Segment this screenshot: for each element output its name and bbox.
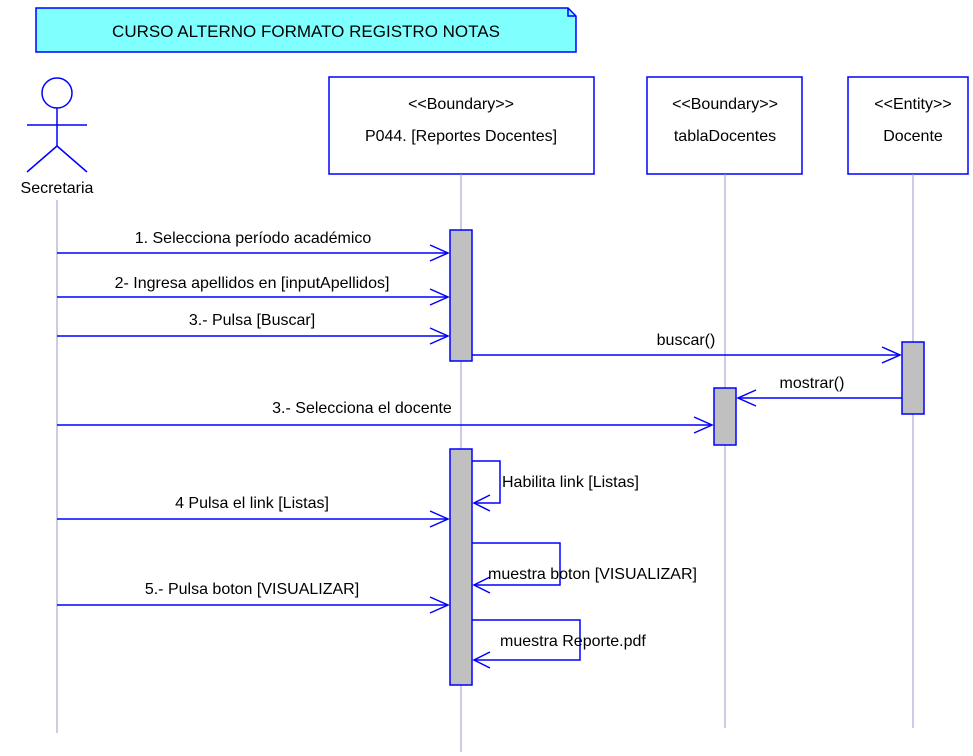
message-label: Habilita link [Listas] [502,474,639,491]
message-label: 4 Pulsa el link [Listas] [175,495,329,512]
message-labels: 1. Selecciona período académico 2- Ingre… [115,230,845,650]
title-box-fold [567,8,576,17]
participant-p044: <<Boundary>> P044. [Reportes Docentes] [328,76,595,175]
activation-bar-p044-2 [449,448,473,686]
participant-box [646,76,803,175]
activation-bar-docente [901,341,925,415]
actor-secretaria: Secretaria [21,77,94,197]
activation-bar-p044-1 [449,229,473,362]
arrowhead-icon [881,346,902,364]
participant-box [847,76,969,175]
arrowhead-icon [736,389,757,407]
message-label: mostrar() [780,375,845,392]
message-selecciona-docente [57,416,714,434]
activations [449,229,925,686]
arrowhead-icon [693,416,714,434]
message-4 [57,510,450,528]
participant-stereotype: <<Boundary>> [672,96,778,113]
participant-stereotype: <<Entity>> [874,96,951,113]
message-1 [57,244,450,262]
arrowhead-icon [429,596,450,614]
messages [57,244,902,669]
arrowhead-icon [472,576,491,594]
participant-tabladocentes: <<Boundary>> tablaDocentes [646,76,803,175]
message-label: 2- Ingresa apellidos en [inputApellidos] [115,275,390,292]
message-self-habilita [472,460,501,512]
arrowhead-icon [429,244,450,262]
message-3 [57,327,450,345]
stick-figure-icon [26,77,88,173]
arrowhead-icon [429,510,450,528]
participant-name: tablaDocentes [674,128,776,145]
arrowhead-icon [429,327,450,345]
message-label: buscar() [657,332,716,349]
message-buscar [472,346,902,364]
message-self-muestra-boton [472,542,561,594]
arrowhead-icon [472,494,491,512]
message-mostrar [736,389,902,407]
diagram-title: CURSO ALTERNO FORMATO REGISTRO NOTAS [35,7,577,53]
participant-box [328,76,595,175]
participant-name: Docente [883,128,943,145]
message-5 [57,596,450,614]
participant-name: P044. [Reportes Docentes] [365,128,557,145]
message-label: 3.- Selecciona el docente [272,400,452,417]
message-label: 1. Selecciona período académico [135,230,372,247]
message-self-muestra-reporte [472,619,581,669]
message-label: 3.- Pulsa [Buscar] [189,312,315,329]
title-text: CURSO ALTERNO FORMATO REGISTRO NOTAS [112,22,500,41]
message-label: 5.- Pulsa boton [VISUALIZAR] [145,581,359,598]
actor-name: Secretaria [21,180,94,197]
participant-stereotype: <<Boundary>> [408,96,514,113]
activation-bar-tabladocentes [713,387,737,446]
arrowhead-icon [472,651,491,669]
title-box [35,7,577,53]
message-label: muestra Reporte.pdf [500,633,646,650]
arrowhead-icon [429,288,450,306]
message-label: muestra boton [VISUALIZAR] [488,566,697,583]
message-2 [57,288,450,306]
participant-docente: <<Entity>> Docente [847,76,969,175]
